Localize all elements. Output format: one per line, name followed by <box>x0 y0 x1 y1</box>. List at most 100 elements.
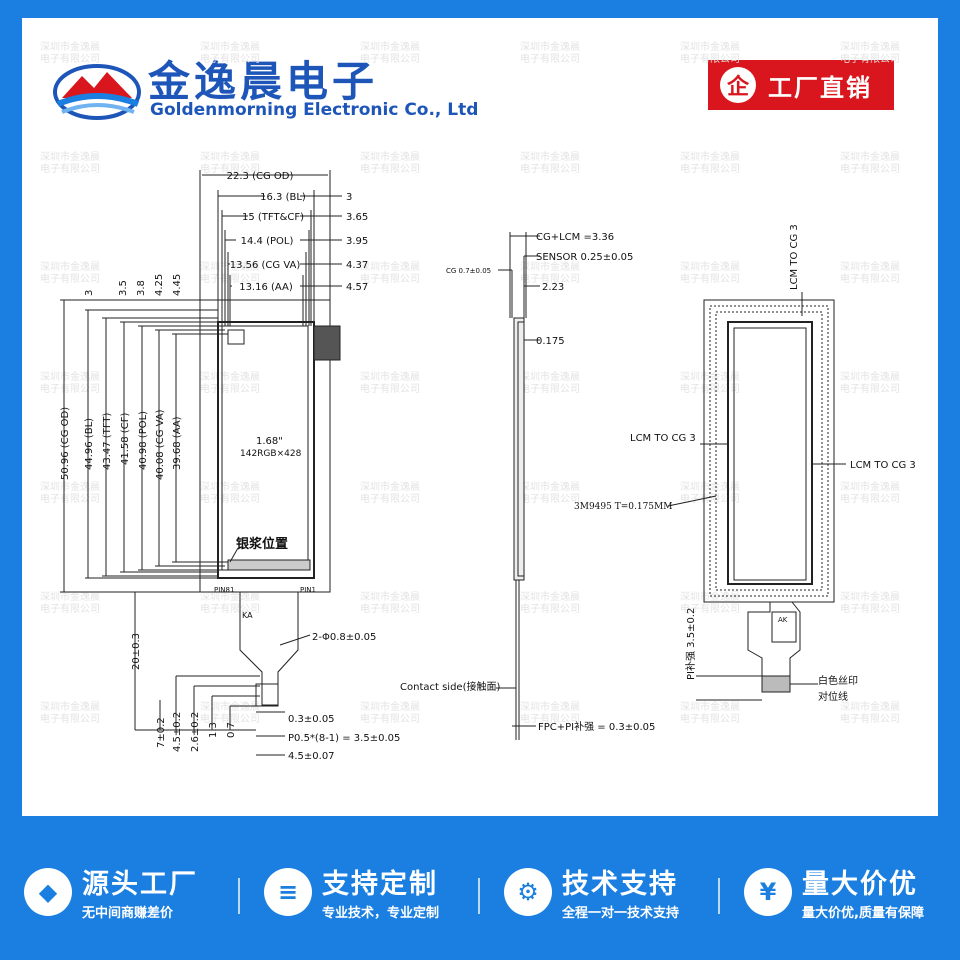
bdim-7: 7±0.2 <box>156 717 167 748</box>
dim-cg-od-width: 22.3 (CG OD) <box>227 171 294 182</box>
size-label: 1.68" <box>256 436 283 447</box>
watermark-text: 电子有限公司 <box>680 602 740 615</box>
watermark-text: 深圳市金逸晨 <box>520 150 580 163</box>
badge-text: 工厂直销 <box>768 73 872 102</box>
watermark-text: 深圳市金逸晨 <box>40 590 100 603</box>
feature-subtitle: 无中间商赚差价 <box>82 906 174 921</box>
coins-icon: ¥ <box>744 868 792 916</box>
sensor-dim: SENSOR 0.25±0.05 <box>536 252 633 263</box>
dim-0-175: 0.175 <box>536 336 565 347</box>
watermark-text: 深圳市金逸晨 <box>680 700 740 713</box>
vdim-bl: 44.96 (BL) <box>84 418 95 470</box>
cg-lcm-dim: CG+LCM =3.36 <box>536 232 614 243</box>
watermark-text: 深圳市金逸晨 <box>200 40 260 53</box>
pitch-width-dim: 0.3±0.05 <box>288 714 335 725</box>
divider <box>718 878 720 914</box>
watermark-text: 电子有限公司 <box>40 712 100 725</box>
watermark-text: 深圳市金逸晨 <box>520 370 580 383</box>
watermark-text: 电子有限公司 <box>520 162 580 175</box>
document-icon: ≡ <box>264 868 312 916</box>
silk-line1: 白色丝印 <box>818 674 858 687</box>
watermark-text: 电子有限公司 <box>520 52 580 65</box>
watermark-text: 电子有限公司 <box>840 52 900 65</box>
watermark-text: 电子有限公司 <box>680 492 740 505</box>
fpc-pi-dim: FPC+PI补强 = 0.3±0.05 <box>538 720 655 733</box>
watermark-text: 深圳市金逸晨 <box>360 590 420 603</box>
watermark-text: 深圳市金逸晨 <box>360 480 420 493</box>
watermark-text: 电子有限公司 <box>520 272 580 285</box>
brand-name-cn: 金逸晨电子 <box>148 57 379 106</box>
watermark-text: 电子有限公司 <box>200 162 260 175</box>
dim-cgva-width: 13.56 (CG VA) <box>230 260 301 271</box>
dim-tft-width: 15 (TFT&CF) <box>242 212 304 223</box>
watermark-text: 深圳市金逸晨 <box>520 260 580 273</box>
watermark-text: 电子有限公司 <box>200 602 260 615</box>
pi-reinforce-dim: PI补强 3.5±0.2 <box>684 608 697 680</box>
feature-volume-price: ¥ 量大价优 量大价优,质量有保障 <box>720 828 960 960</box>
lcm-to-cg-right: LCM TO CG 3 <box>850 460 916 471</box>
bdim-0-7: 0.7 <box>226 722 237 738</box>
watermark-text: 电子有限公司 <box>40 272 100 285</box>
watermark-text: 电子有限公司 <box>680 272 740 285</box>
watermark-text: 电子有限公司 <box>360 602 420 615</box>
fpc-label: KA <box>242 611 253 620</box>
watermark-text: 深圳市金逸晨 <box>520 590 580 603</box>
watermark-text: 深圳市金逸晨 <box>840 40 900 53</box>
dim-bl-width: 16.3 (BL) <box>260 192 306 203</box>
feature-title: 技术支持 <box>562 869 678 900</box>
watermark-text: 深圳市金逸晨 <box>200 480 260 493</box>
watermark-text: 深圳市金逸晨 <box>520 40 580 53</box>
watermark-text: 电子有限公司 <box>360 492 420 505</box>
watermark-text: 电子有限公司 <box>360 272 420 285</box>
cg-outline <box>199 299 331 593</box>
watermark-text: 电子有限公司 <box>680 162 740 175</box>
watermark-text: 电子有限公司 <box>520 382 580 395</box>
feature-title: 量大价优 <box>802 869 918 900</box>
offset-4-25: 4.25 <box>154 274 165 296</box>
watermark-text: 电子有限公司 <box>840 492 900 505</box>
watermark-text: 深圳市金逸晨 <box>200 370 260 383</box>
divider <box>238 878 240 914</box>
watermark-text: 深圳市金逸晨 <box>360 260 420 273</box>
bdim-2-6: 2.6±0.2 <box>190 712 201 752</box>
watermark-text: 电子有限公司 <box>680 52 740 65</box>
watermark-text: 深圳市金逸晨 <box>40 150 100 163</box>
watermark-text: 电子有限公司 <box>360 52 420 65</box>
silver-paste-label: 银浆位置 <box>236 536 288 552</box>
feature-title: 支持定制 <box>322 869 438 900</box>
watermark-text: 电子有限公司 <box>360 712 420 725</box>
watermark-text: 深圳市金逸晨 <box>200 590 260 603</box>
dim-aa-offset: 4.57 <box>346 282 368 293</box>
watermark-text: 深圳市金逸晨 <box>840 480 900 493</box>
feature-source-factory: ◆ 源头工厂 无中间商赚差价 <box>0 828 240 960</box>
watermark-text: 深圳市金逸晨 <box>840 590 900 603</box>
lcm-to-cg-left: LCM TO CG 3 <box>630 433 696 444</box>
watermark-text: 深圳市金逸晨 <box>840 700 900 713</box>
pin1-label: PIN1 <box>300 586 316 594</box>
feature-subtitle: 全程一对一技术支持 <box>562 906 680 921</box>
watermark-text: 深圳市金逸晨 <box>680 480 740 493</box>
watermark-text: 电子有限公司 <box>40 492 100 505</box>
watermark-text: 深圳市金逸晨 <box>40 260 100 273</box>
watermark-text: 电子有限公司 <box>840 602 900 615</box>
watermark-text: 深圳市金逸晨 <box>200 260 260 273</box>
resolution-label: 142RGB×428 <box>240 449 302 459</box>
watermark-text: 电子有限公司 <box>40 382 100 395</box>
watermark-text: 电子有限公司 <box>40 52 100 65</box>
watermark-text: 深圳市金逸晨 <box>520 480 580 493</box>
offset-3-8: 3.8 <box>136 280 147 296</box>
vdim-cf: 41.58 (CF) <box>120 413 131 465</box>
watermark-text: 电子有限公司 <box>840 162 900 175</box>
holes-dim: 2-Φ0.8±0.05 <box>312 632 376 643</box>
logo-icon <box>53 64 141 120</box>
feature-title: 源头工厂 <box>82 869 198 900</box>
brand-name-en: Goldenmorning Electronic Co., Ltd <box>150 100 479 120</box>
watermark-text: 电子有限公司 <box>520 712 580 725</box>
factory-direct-badge: 企 工厂直销 <box>708 60 894 110</box>
contact-side-label: Contact side(接触面) <box>400 680 500 693</box>
watermark-text: 深圳市金逸晨 <box>680 260 740 273</box>
bdim-4-5: 4.5±0.2 <box>172 712 183 752</box>
watermark-text: 深圳市金逸晨 <box>360 700 420 713</box>
gear-icon: ⚙ <box>504 868 552 916</box>
feature-subtitle: 量大价优,质量有保障 <box>802 906 924 921</box>
